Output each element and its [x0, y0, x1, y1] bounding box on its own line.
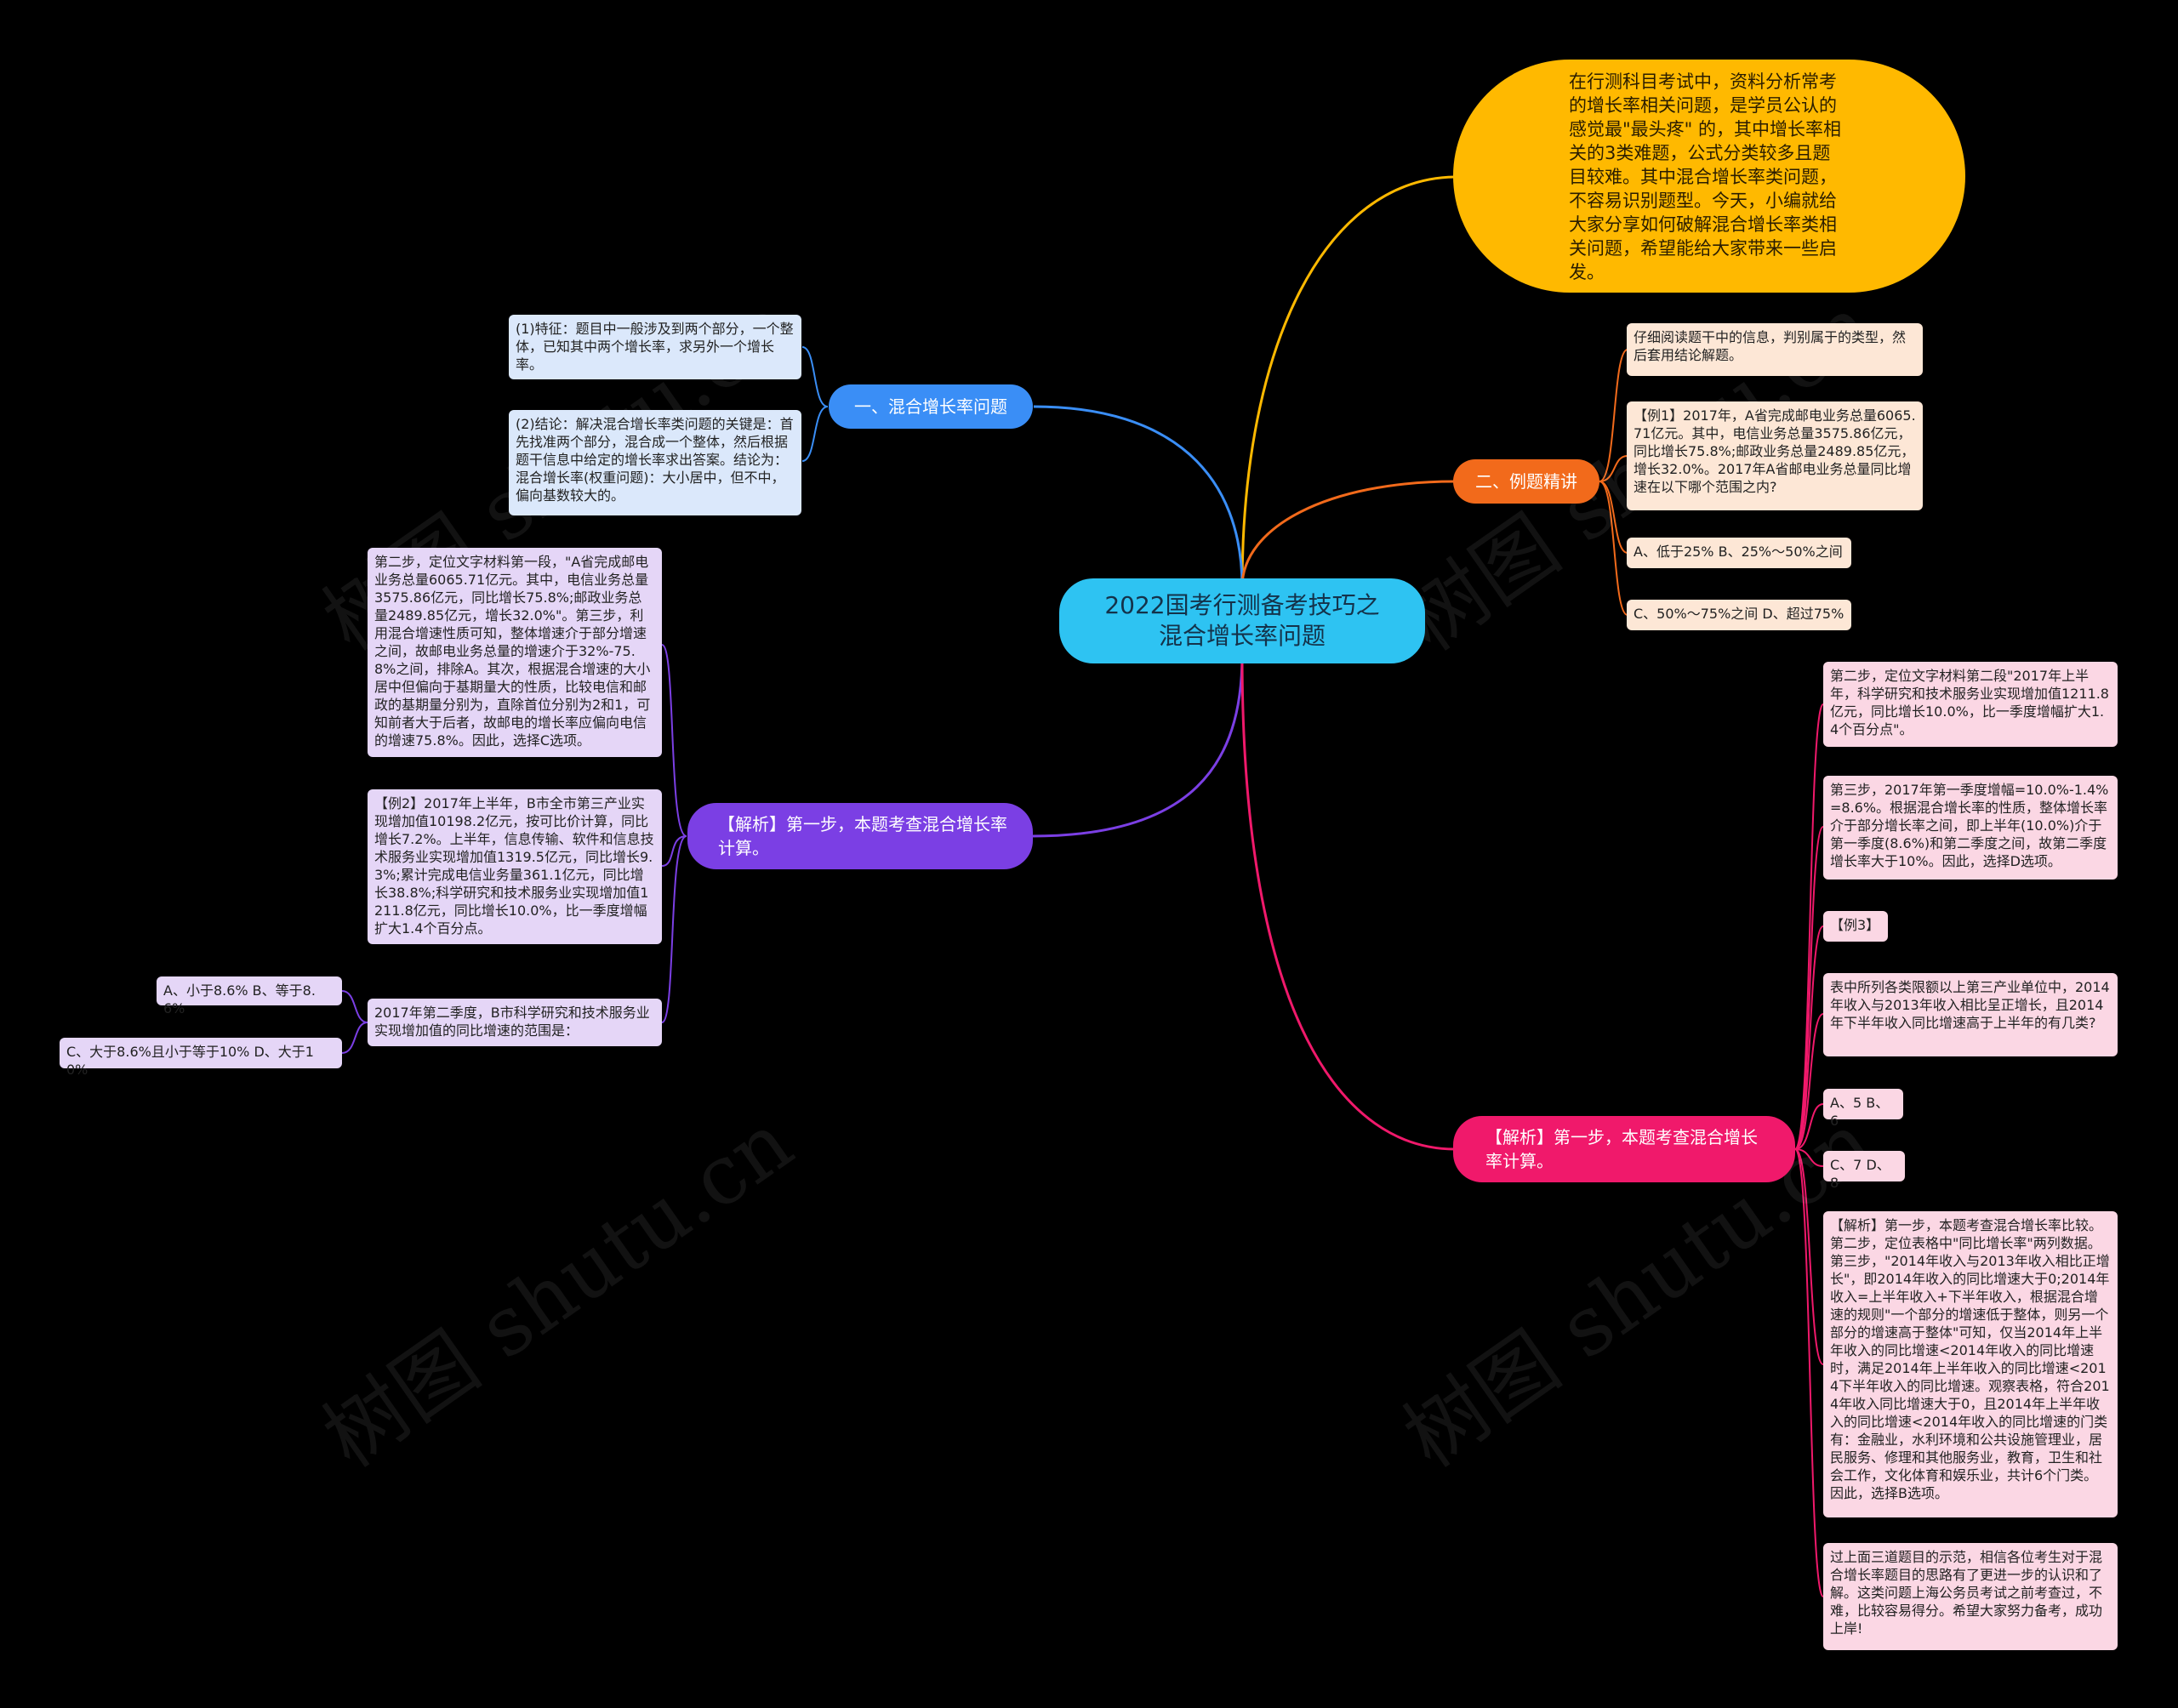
- link-root-branch3: [1031, 654, 1244, 838]
- branch-label: 【解析】第一步，本题考查混合增长率计算。: [718, 814, 1007, 858]
- intro-text: 在行测科目考试中，资料分析常考的增长率相关问题，是学员公认的感觉最"最头疼" 的…: [1569, 71, 1841, 282]
- branch-label: 二、例题精讲: [1475, 470, 1577, 492]
- branch2-item-example1[interactable]: 【例1】2017年，A省完成邮电业务总量6065.71亿元。其中，电信业务总量3…: [1627, 401, 1923, 510]
- branch-label: 一、混合增长率问题: [854, 396, 1007, 417]
- link-root-branch1: [1033, 405, 1244, 588]
- link-root-intro: [1240, 175, 1456, 588]
- branch-mixed-growth-problem[interactable]: 一、混合增长率问题: [829, 384, 1033, 429]
- branch4-option-cd[interactable]: C、7 D、8: [1823, 1151, 1905, 1191]
- branch-analysis-right[interactable]: 【解析】第一步，本题考查混合增长率计算。: [1453, 1116, 1795, 1182]
- branch3-item-example2[interactable]: 【例2】2017年上半年，B市全市第三产业实现增加值10198.2亿元，按可比价…: [368, 789, 662, 944]
- root-topic-label: 2022国考行测备考技巧之混合增长率问题: [1104, 591, 1380, 650]
- branch3-option-cd[interactable]: C、大于8.6%且小于等于10% D、大于10%: [60, 1038, 342, 1078]
- link-root-branch2: [1240, 480, 1456, 588]
- branch4-item-question[interactable]: 表中所列各类限额以上第三产业单位中，2014年收入与2013年收入相比呈正增长，…: [1823, 973, 2118, 1056]
- branch1-item-conclusion[interactable]: (2)结论：解决混合增长率类问题的关键是：首先找准两个部分，混合成一个整体，然后…: [509, 410, 801, 515]
- branch2-option-ab[interactable]: A、低于25% B、25%～50%之间: [1627, 538, 1851, 568]
- branch3-item-question[interactable]: 2017年第二季度，B市科学研究和技术服务业实现增加值的同比增速的范围是：: [368, 999, 662, 1046]
- branch-label: 【解析】第一步，本题考查混合增长率计算。: [1485, 1127, 1758, 1171]
- branch3-item-step2[interactable]: 第二步，定位文字材料第一段，"A省完成邮电业务总量6065.71亿元。其中，电信…: [368, 548, 662, 757]
- branch-analysis-left[interactable]: 【解析】第一步，本题考查混合增长率计算。: [687, 803, 1033, 869]
- branch4-option-ab[interactable]: A、5 B、6: [1823, 1089, 1903, 1129]
- branch2-item-tip[interactable]: 仔细阅读题干中的信息，判别属于的类型，然后套用结论解题。: [1627, 323, 1923, 376]
- branch-example-explain[interactable]: 二、例题精讲: [1453, 459, 1599, 504]
- link-root-branch4: [1240, 654, 1456, 1151]
- branch4-item-summary[interactable]: 过上面三道题目的示范，相信各位考生对于混合增长率题目的思路有了更进一步的认识和了…: [1823, 1543, 2118, 1650]
- intro-bubble[interactable]: 在行测科目考试中，资料分析常考的增长率相关问题，是学员公认的感觉最"最头疼" 的…: [1453, 60, 1965, 293]
- root-topic[interactable]: 2022国考行测备考技巧之混合增长率问题: [1059, 578, 1425, 663]
- branch1-item-feature[interactable]: (1)特征：题目中一般涉及到两个部分，一个整体，已知其中两个增长率，求另外一个增…: [509, 315, 801, 379]
- branch3-option-ab[interactable]: A、小于8.6% B、等于8.6%: [157, 976, 342, 1016]
- branch2-option-cd[interactable]: C、50%～75%之间 D、超过75%: [1627, 600, 1851, 630]
- branch4-item-step2[interactable]: 第二步，定位文字材料第二段"2017年上半年，科学研究和技术服务业实现增加值12…: [1823, 662, 2118, 747]
- branch4-item-step3[interactable]: 第三步，2017年第一季度增幅=10.0%-1.4%=8.6%。根据混合增长率的…: [1823, 776, 2118, 880]
- branch4-item-analysis[interactable]: 【解析】第一步，本题考查混合增长率比较。第二步，定位表格中"同比增长率"两列数据…: [1823, 1211, 2118, 1517]
- branch4-item-example3[interactable]: 【例3】: [1823, 911, 1888, 942]
